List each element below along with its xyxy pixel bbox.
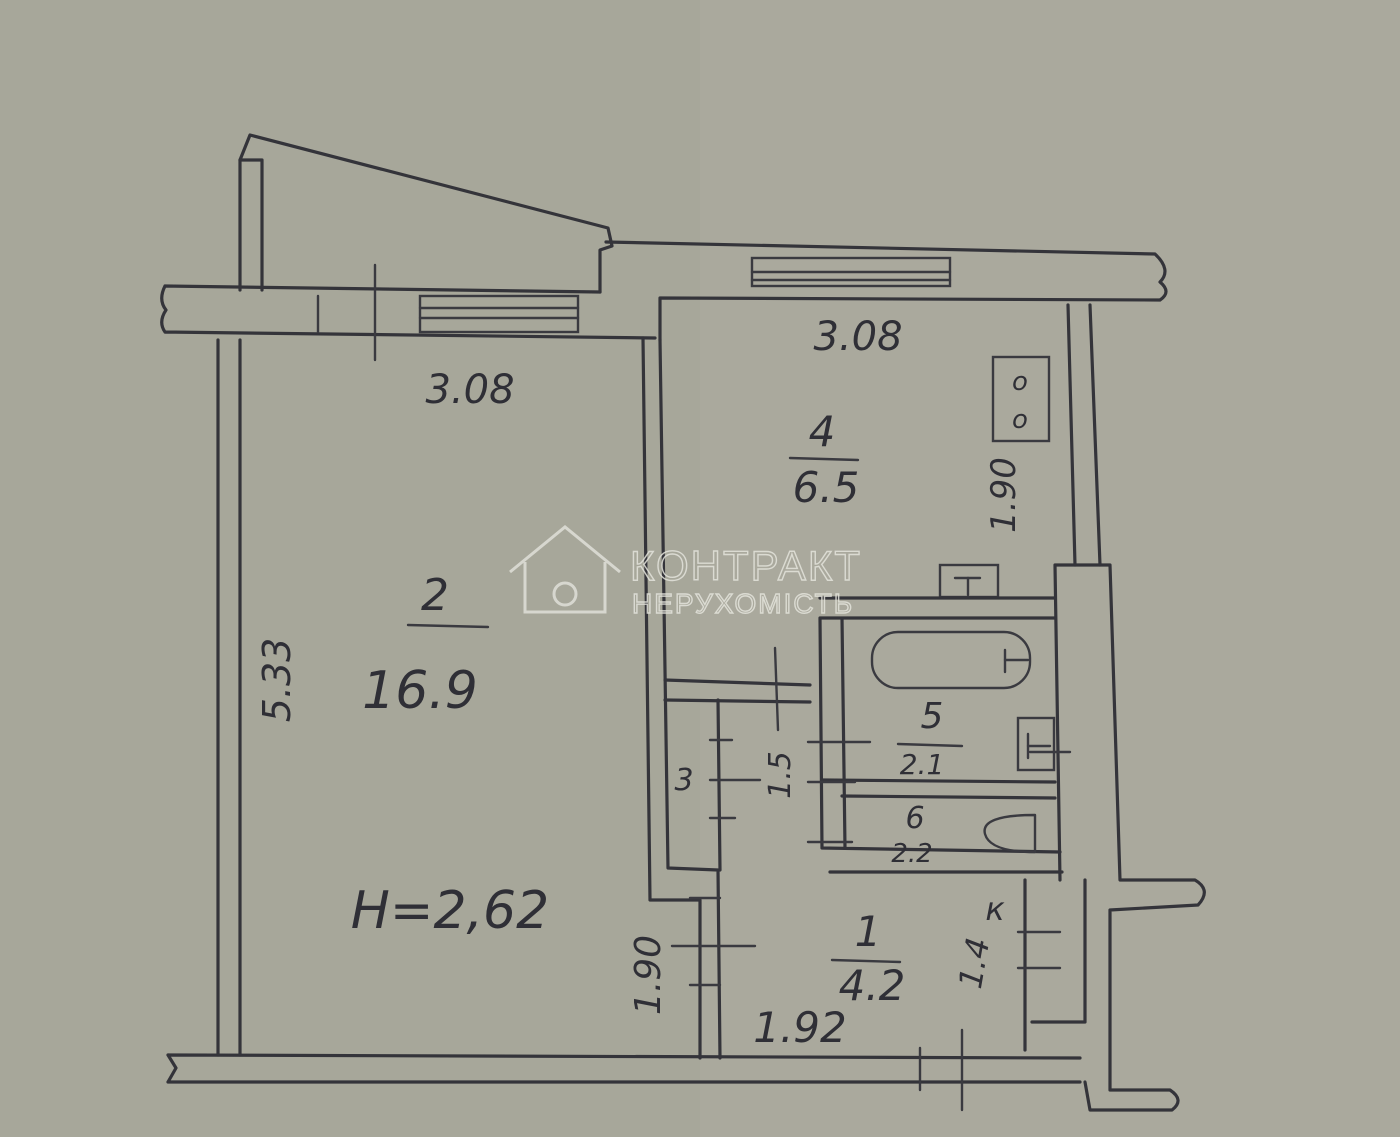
corridor-height-label: 1.90 bbox=[628, 935, 669, 1015]
closet-walls bbox=[1023, 878, 1087, 1052]
right-wall-room4 bbox=[1066, 303, 1102, 567]
watermark-line1: КОНТРАКТ bbox=[630, 542, 862, 589]
house-logo-icon bbox=[509, 525, 621, 614]
svg-text:o: o bbox=[1012, 367, 1028, 397]
bathtub-icon bbox=[870, 630, 1032, 690]
corridor-mark-a: 3 bbox=[674, 763, 693, 798]
stove-icon bbox=[991, 355, 1051, 443]
room6-area: 2.2 bbox=[891, 839, 932, 869]
room4-area: 6.5 bbox=[793, 463, 860, 512]
room2-area: 16.9 bbox=[362, 661, 478, 721]
corridor-width-label: 1.92 bbox=[753, 1003, 847, 1052]
balcony-left-wall bbox=[238, 158, 264, 292]
room5-area: 2.1 bbox=[900, 748, 945, 781]
tick-marks bbox=[670, 646, 1072, 1112]
corridor-top-wall bbox=[663, 678, 812, 704]
bathroom-walls bbox=[818, 596, 1064, 874]
closet-depth-label: 1.4 bbox=[951, 935, 997, 992]
room2-width-label: 3.08 bbox=[425, 367, 514, 413]
corridor-mark-b: 1.5 bbox=[763, 751, 798, 799]
fixtures: o o bbox=[870, 355, 1056, 854]
room6-number: 6 bbox=[905, 801, 924, 836]
bath-toilet-divider bbox=[820, 778, 1057, 800]
watermark-line2: НЕРУХОМІСТЬ bbox=[632, 588, 854, 619]
top-wall-left bbox=[160, 284, 657, 340]
room4-width-label: 3.08 bbox=[813, 314, 902, 360]
room2-number: 2 bbox=[421, 570, 449, 621]
svg-text:o: o bbox=[1012, 405, 1028, 435]
top-wall-right bbox=[604, 240, 1168, 342]
ceiling-height-label: H=2,62 bbox=[351, 881, 549, 941]
room1-area: 4.2 bbox=[839, 961, 906, 1010]
labels: 3.08 2 16.9 5.33 H=2,62 3.08 4 6.5 1.90 … bbox=[255, 314, 1024, 1052]
room4-number: 4 bbox=[809, 407, 836, 456]
room2-length-label: 5.33 bbox=[255, 638, 299, 723]
watermark: КОНТРАКТ НЕРУХОМІСТЬ bbox=[509, 525, 862, 620]
window-room2 bbox=[418, 294, 580, 334]
room5-number: 5 bbox=[921, 696, 944, 737]
room4-side-label: 1.90 bbox=[984, 457, 1024, 533]
balcony-outline bbox=[238, 133, 614, 294]
left-wall bbox=[216, 338, 242, 1057]
walls bbox=[160, 133, 1206, 1112]
sink-icon bbox=[1016, 716, 1056, 772]
partition-room2 bbox=[641, 336, 722, 1060]
room1-number: 1 bbox=[855, 907, 882, 956]
bottom-wall bbox=[166, 1053, 1082, 1084]
closet-label: к bbox=[985, 890, 1005, 928]
toilet-icon bbox=[983, 813, 1037, 854]
